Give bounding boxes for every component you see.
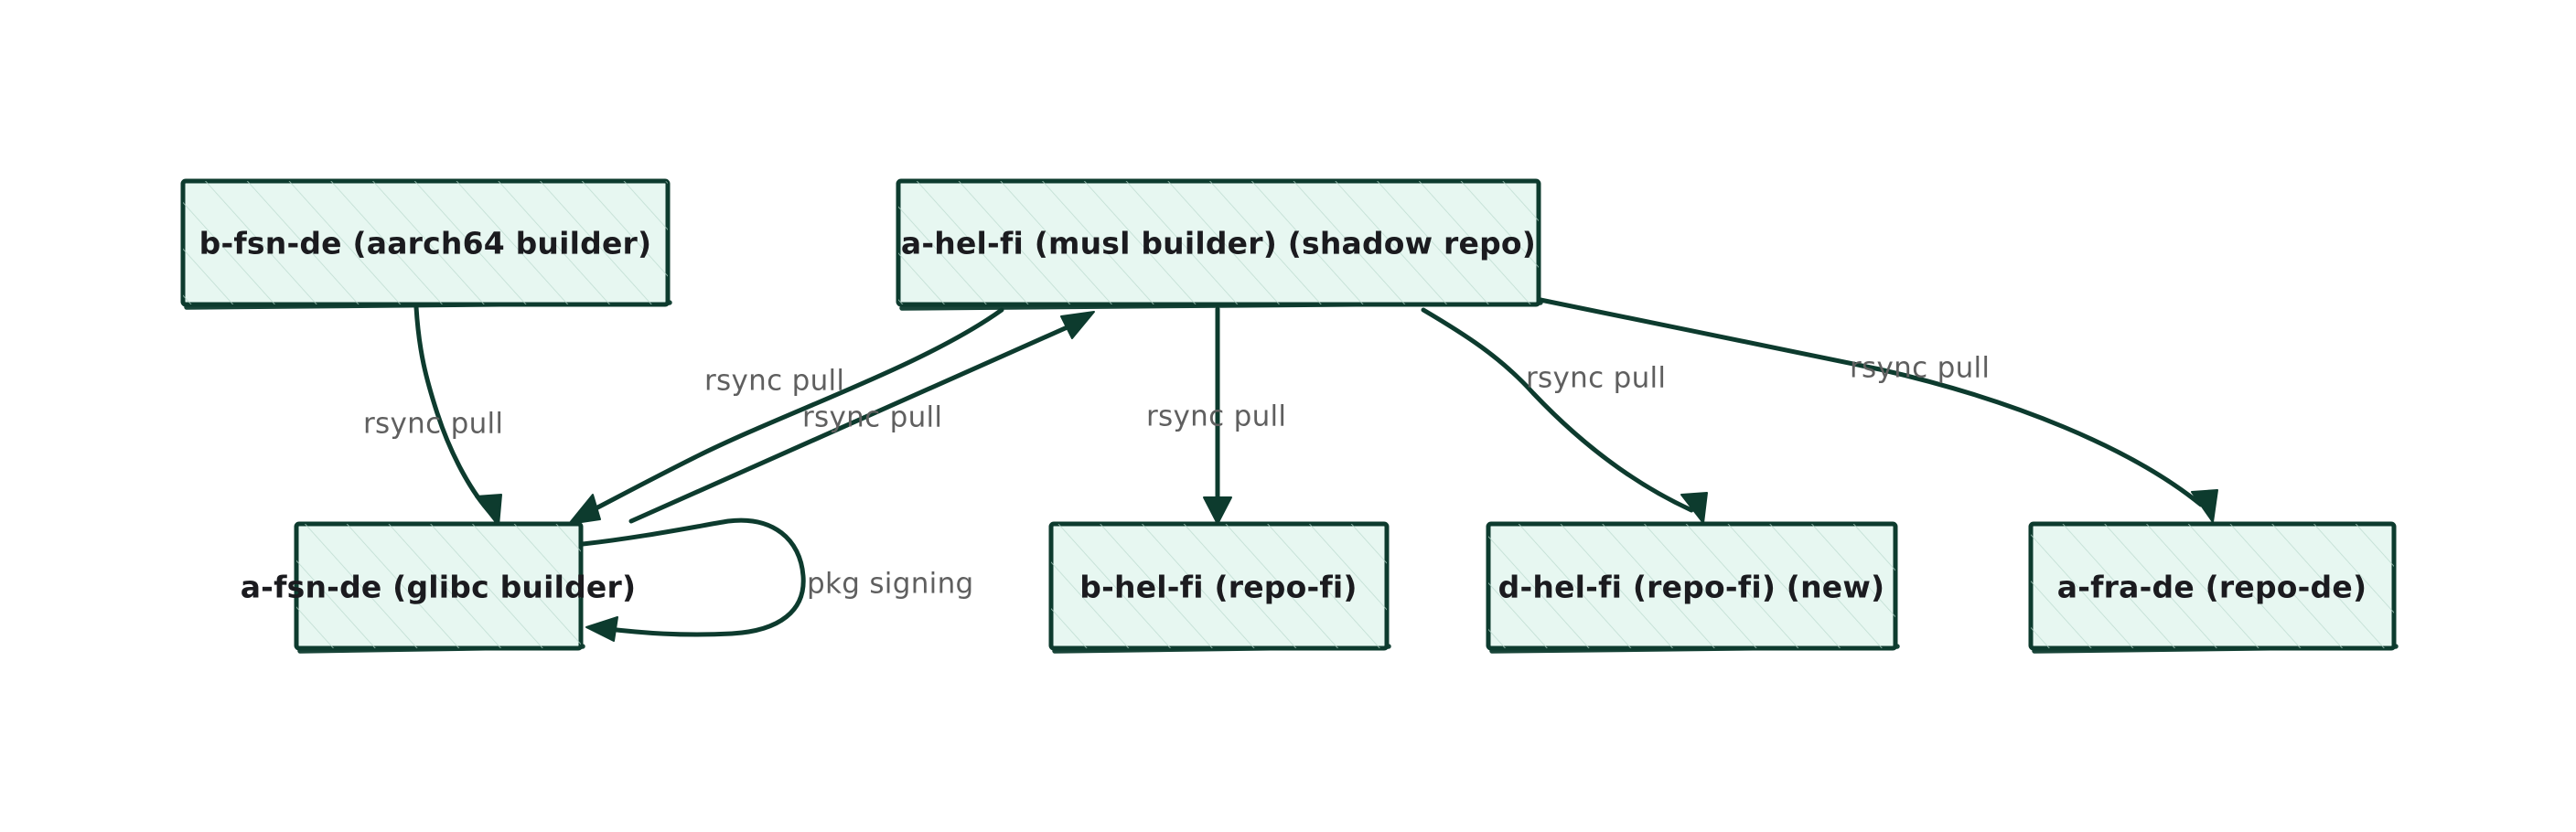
node-b-fsn-de[interactable]: b-fsn-de (aarch64 builder) bbox=[180, 178, 672, 310]
node-label-a-fsn-de: a-fsn-de (glibc builder) bbox=[241, 570, 637, 605]
edge-a-hel-fi-to-d-hel-fi: rsync pull bbox=[1421, 307, 1708, 524]
edge-label-pkg-signing: pkg signing bbox=[807, 568, 974, 601]
node-label-a-fra-de: a-fra-de (repo-de) bbox=[2057, 570, 2367, 605]
node-label-d-hel-fi: d-hel-fi (repo-fi) (new) bbox=[1498, 570, 1885, 605]
edge-label-rsync-pull-3: rsync pull bbox=[802, 401, 942, 434]
node-label-b-hel-fi: b-hel-fi (repo-fi) bbox=[1079, 570, 1357, 605]
node-d-hel-fi[interactable]: d-hel-fi (repo-fi) (new) bbox=[1486, 521, 1900, 654]
edge-label-rsync-pull-2: rsync pull bbox=[704, 365, 844, 398]
node-label-b-fsn-de: b-fsn-de (aarch64 builder) bbox=[199, 226, 652, 261]
edge-label-rsync-pull-1: rsync pull bbox=[363, 408, 503, 441]
node-a-fra-de[interactable]: a-fra-de (repo-de) bbox=[2028, 521, 2399, 654]
node-a-fsn-de[interactable]: a-fsn-de (glibc builder) bbox=[241, 521, 637, 654]
edge-a-hel-fi-to-b-hel-fi: rsync pull bbox=[1146, 306, 1286, 525]
edge-label-rsync-pull-5: rsync pull bbox=[1526, 362, 1666, 395]
edge-a-hel-fi-to-a-fra-de: rsync pull bbox=[1538, 297, 2218, 523]
node-a-hel-fi[interactable]: a-hel-fi (musl builder) (shadow repo) bbox=[896, 178, 1543, 311]
node-b-hel-fi[interactable]: b-hel-fi (repo-fi) bbox=[1048, 521, 1391, 654]
edge-a-fsn-de-self-loop: pkg signing bbox=[580, 517, 974, 642]
edge-a-fsn-de-to-a-hel-fi: rsync pull bbox=[628, 311, 1095, 524]
edge-b-fsn-de-to-a-fsn-de: rsync pull bbox=[363, 304, 503, 527]
edge-label-rsync-pull-6: rsync pull bbox=[1850, 352, 1990, 385]
edge-label-rsync-pull-4: rsync pull bbox=[1146, 400, 1286, 433]
node-label-a-hel-fi: a-hel-fi (musl builder) (shadow repo) bbox=[901, 226, 1536, 261]
edge-a-hel-fi-to-a-fsn-de: rsync pull bbox=[568, 307, 1004, 525]
